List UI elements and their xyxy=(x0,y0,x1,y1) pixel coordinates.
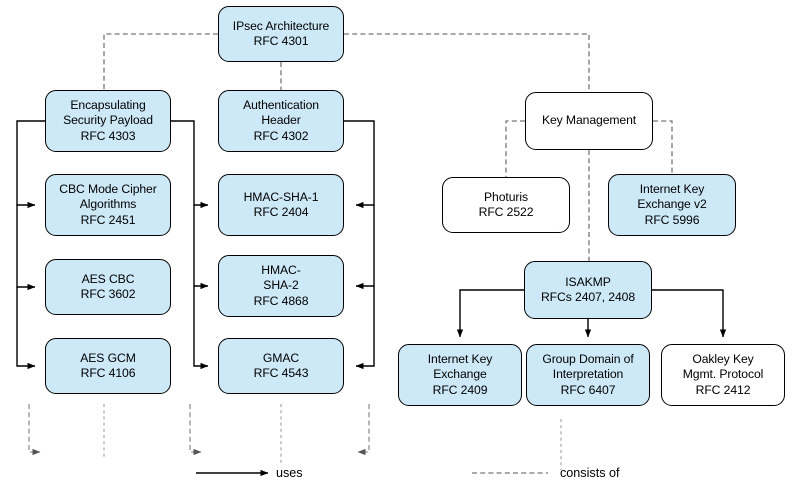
node-line: RFC 4543 xyxy=(253,366,309,380)
node-line: Interpretation xyxy=(552,367,624,382)
node-esp[interactable]: Encapsulating Security Payload RFC 4303 xyxy=(45,90,171,152)
node-line: Mgmt. Protocol xyxy=(682,367,764,382)
node-line: RFC 4302 xyxy=(253,128,309,143)
node-line: RFC 4868 xyxy=(253,293,309,308)
node-oakley[interactable]: Oakley Key Mgmt. Protocol RFC 2412 xyxy=(661,344,785,406)
node-hmac-sha-1[interactable]: HMAC-SHA-1 RFC 2404 xyxy=(218,174,344,236)
node-line: HMAC-SHA-1 xyxy=(243,189,319,204)
node-aes-gcm[interactable]: AES GCM RFC 4106 xyxy=(45,338,171,394)
node-line: ISAKMP xyxy=(565,274,611,289)
node-line: RFC 5996 xyxy=(644,212,700,227)
node-line: Group Domain of xyxy=(542,352,634,367)
node-line: RFC 2409 xyxy=(432,382,488,397)
node-line: IPsec Architecture xyxy=(232,18,330,33)
node-gmac[interactable]: GMAC RFC 4543 xyxy=(218,338,344,394)
node-line: RFC 2522 xyxy=(478,205,534,219)
node-line: RFC 2451 xyxy=(80,212,136,227)
node-line: RFC 6407 xyxy=(560,382,616,397)
node-hmac-sha-2[interactable]: HMAC- SHA-2 RFC 4868 xyxy=(218,255,344,317)
consists-of-continuation-stubs xyxy=(103,404,562,470)
node-line: Photuris xyxy=(484,189,528,204)
node-line: RFC 4303 xyxy=(80,128,136,143)
node-line: Encapsulating xyxy=(70,98,146,113)
node-line: Header xyxy=(261,113,301,128)
node-ike[interactable]: Internet Key Exchange RFC 2409 xyxy=(398,344,522,406)
node-line: RFC 2404 xyxy=(253,205,309,219)
node-line: AES CBC xyxy=(81,271,135,286)
node-ikev2[interactable]: Internet Key Exchange v2 RFC 5996 xyxy=(608,174,736,236)
node-line: Authentication xyxy=(243,98,319,113)
node-key-management[interactable]: Key Management xyxy=(525,92,653,150)
legend-label-uses: uses xyxy=(276,466,303,480)
node-line: GMAC xyxy=(262,350,300,365)
node-line: CBC Mode Cipher xyxy=(59,182,157,197)
node-line: Key Management xyxy=(541,113,637,128)
node-line: SHA-2 xyxy=(263,278,299,293)
node-authentication-header[interactable]: Authentication Header RFC 4302 xyxy=(218,90,344,152)
node-line: Oakley Key xyxy=(692,352,754,367)
node-line: Internet Key xyxy=(639,182,705,197)
uses-edges xyxy=(16,120,727,370)
node-line: Internet Key xyxy=(427,352,493,367)
node-aes-cbc[interactable]: AES CBC RFC 3602 xyxy=(45,259,171,315)
node-line: AES GCM xyxy=(80,350,136,365)
node-line: Algorithms xyxy=(79,197,137,212)
node-line: RFC 4301 xyxy=(253,34,309,48)
consists-of-trailing-arrows xyxy=(28,404,370,456)
node-line: RFC 2412 xyxy=(695,382,751,397)
node-ipsec-architecture[interactable]: IPsec Architecture RFC 4301 xyxy=(218,6,344,62)
node-line: Exchange v2 xyxy=(637,197,707,212)
node-line: RFCs 2407, 2408 xyxy=(540,290,636,304)
node-line: RFC 3602 xyxy=(80,287,136,301)
node-photuris[interactable]: Photuris RFC 2522 xyxy=(442,177,570,233)
node-line: RFC 4106 xyxy=(80,366,136,380)
legend-label-consists-of: consists of xyxy=(560,466,620,480)
node-cbc-mode-cipher[interactable]: CBC Mode Cipher Algorithms RFC 2451 xyxy=(45,174,171,236)
node-line: Exchange xyxy=(433,367,487,382)
node-line: HMAC- xyxy=(261,263,301,278)
node-gdoi[interactable]: Group Domain of Interpretation RFC 6407 xyxy=(526,344,650,406)
node-isakmp[interactable]: ISAKMP RFCs 2407, 2408 xyxy=(524,261,652,319)
node-line: Security Payload xyxy=(63,113,153,128)
